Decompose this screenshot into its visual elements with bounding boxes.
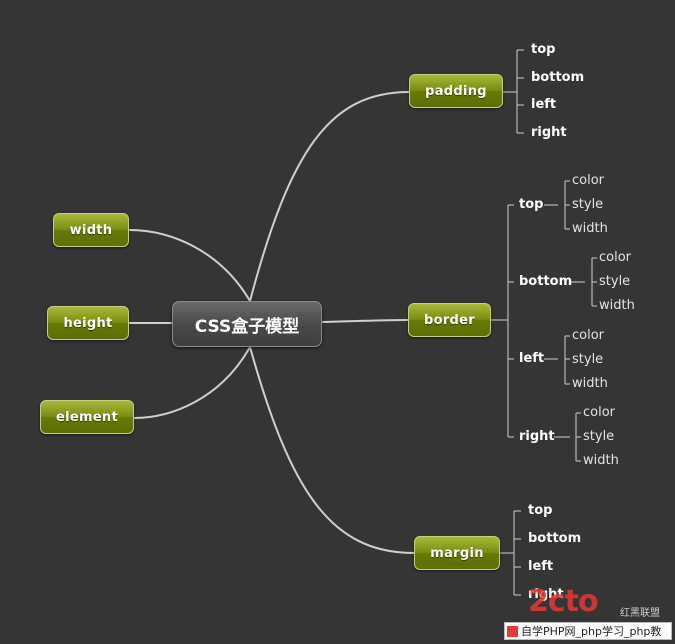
width-node[interactable]: width [53, 213, 129, 247]
border-right-style-label: style [583, 429, 615, 444]
border-right-label: right [519, 429, 555, 444]
border-top-style-label: style [572, 197, 604, 212]
border-right-bracket [554, 412, 581, 462]
border-bottom-label: bottom [519, 274, 573, 289]
height-node[interactable]: height [47, 306, 129, 340]
border-left-bracket [544, 335, 570, 385]
link-width [128, 229, 251, 302]
border-left-width-label: width [572, 376, 608, 391]
central-topic-node[interactable]: CSS盒子模型 [172, 301, 322, 347]
border-bottom-width-label: width [599, 298, 635, 313]
margin-right-label: right [528, 587, 564, 602]
border-top-bracket [544, 180, 570, 230]
padding-bottom-label: bottom [531, 70, 585, 85]
element-node[interactable]: element [40, 400, 134, 434]
border-left-color-label: color [572, 328, 605, 343]
watermark-logo: 2cto [528, 584, 599, 619]
padding-right-label: right [531, 125, 567, 140]
border-right-width-label: width [583, 453, 619, 468]
border-top-width-label: width [572, 221, 608, 236]
link-element [133, 346, 251, 419]
border-bottom-bracket [570, 257, 597, 307]
link-border [321, 319, 409, 323]
padding-left-label: left [531, 97, 557, 112]
border-top-label: top [519, 197, 544, 212]
watermark-small-text: 红黑联盟 [620, 608, 660, 619]
watermark-caption: 自学PHP网_php学习_php教 [521, 625, 662, 638]
margin-top-label: top [528, 503, 553, 518]
border-node[interactable]: border [408, 303, 491, 337]
padding-node[interactable]: padding [409, 74, 503, 108]
padding-bracket [503, 49, 524, 134]
link-padding [249, 91, 410, 302]
margin-left-label: left [528, 559, 554, 574]
border-top-color-label: color [572, 173, 605, 188]
margin-node[interactable]: margin [414, 536, 500, 570]
border-left-label: left [519, 351, 545, 366]
border-bottom-style-label: style [599, 274, 631, 289]
link-margin [249, 346, 415, 554]
border-right-color-label: color [583, 405, 616, 420]
border-bracket [491, 204, 514, 438]
margin-bracket [500, 510, 521, 596]
margin-bottom-label: bottom [528, 531, 582, 546]
padding-top-label: top [531, 42, 556, 57]
border-left-style-label: style [572, 352, 604, 367]
watermark-icon [507, 625, 518, 637]
watermark-caption-bar: 自学PHP网_php学习_php教 [504, 622, 672, 640]
border-bottom-color-label: color [599, 250, 632, 265]
